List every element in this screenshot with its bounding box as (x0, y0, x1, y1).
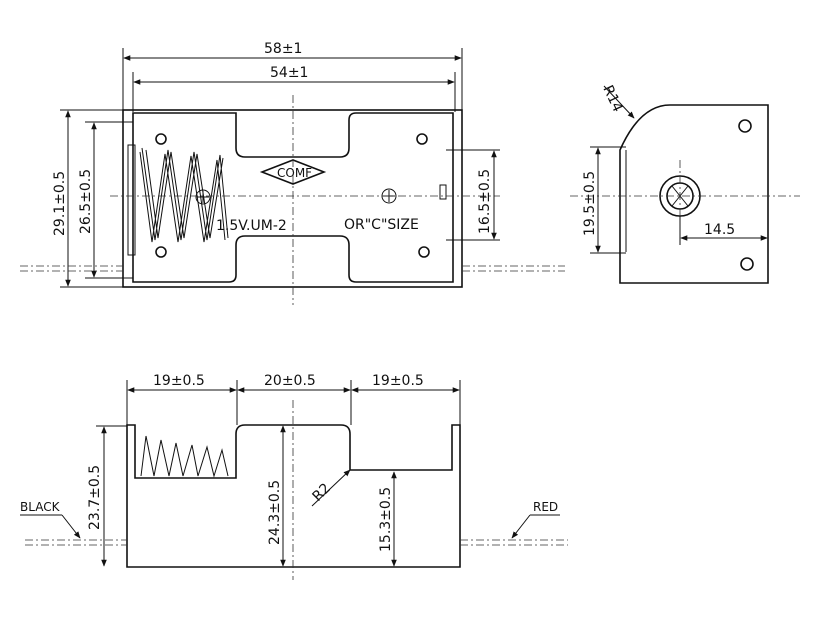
dim-15-3: 15.3±0.5 (378, 487, 394, 552)
mount-hole (155, 133, 167, 145)
dim-r14: R14 (599, 83, 625, 115)
front-body (126, 424, 461, 568)
top-body-outer (122, 109, 463, 288)
plus-terminal-icon (195, 189, 211, 205)
dim-19-5: 19.5±0.5 (582, 171, 598, 236)
logo-text: COMF (277, 166, 312, 180)
dim-29-1: 29.1±0.5 (52, 171, 68, 236)
mount-hole (416, 133, 428, 145)
side-view: R14 19.5±0.5 14.5 (570, 83, 800, 284)
mount-hole (418, 246, 430, 258)
dim-26-5: 26.5±0.5 (78, 169, 94, 234)
mount-hole (738, 119, 752, 133)
dim-58: 58±1 (264, 41, 302, 57)
dim-16-5: 16.5±0.5 (477, 169, 493, 234)
dim-24-3: 24.3±0.5 (267, 480, 283, 545)
top-view: 58±1 54±1 COMF 1.5V.UM-2 OR"C"SIZE (20, 41, 565, 305)
dim-19-right: 19±0.5 (372, 373, 424, 389)
dim-19-left: 19±0.5 (153, 373, 205, 389)
dim-54: 54±1 (270, 65, 308, 81)
dim-20-middle: 20±0.5 (264, 373, 316, 389)
dim-14-5: 14.5 (704, 222, 735, 238)
label-size: OR"C"SIZE (344, 217, 419, 233)
side-body (619, 104, 769, 284)
spring-icon (139, 147, 229, 243)
dim-r2: R2 (310, 480, 334, 504)
dim-23-7: 23.7±0.5 (87, 465, 103, 530)
label-black: BLACK (20, 500, 61, 514)
mount-hole (740, 257, 754, 271)
spring-icon (140, 435, 229, 478)
logo-diamond (259, 159, 327, 185)
front-view: 19±0.5 20±0.5 19±0.5 23.7±0.5 24.3±0.5 1… (20, 373, 568, 580)
mount-hole (155, 246, 167, 258)
label-red: RED (533, 500, 558, 514)
top-body-inner (132, 112, 454, 283)
label-voltage: 1.5V.UM-2 (216, 218, 287, 234)
